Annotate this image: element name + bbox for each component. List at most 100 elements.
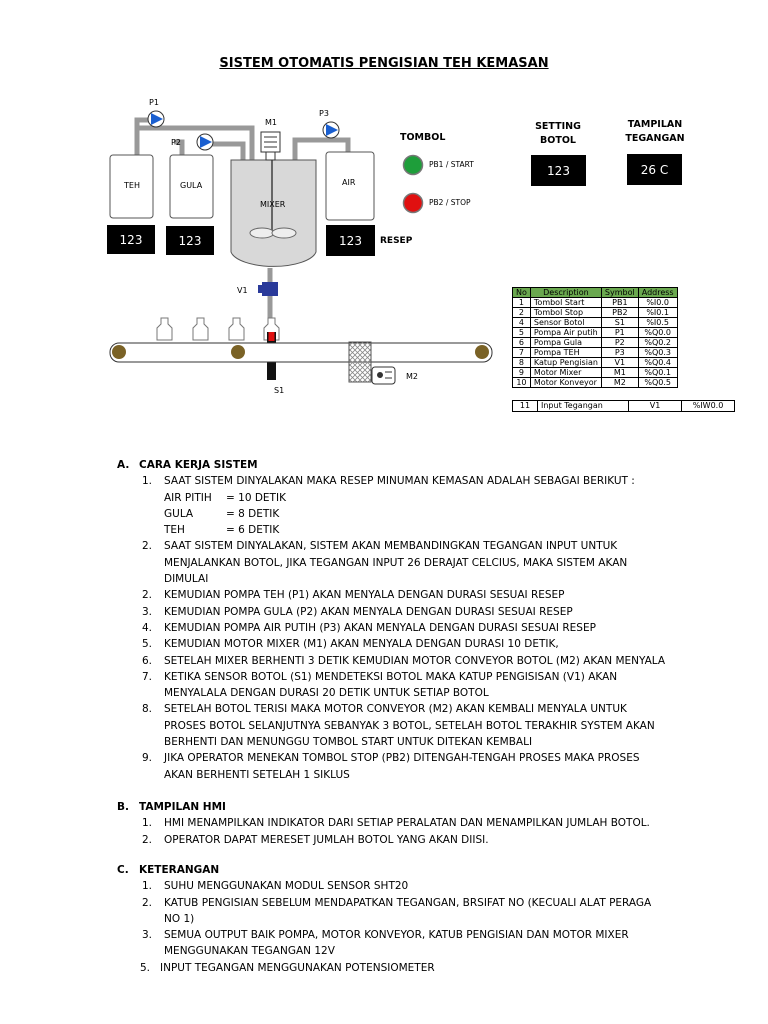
a-item-3: KEMUDIAN POMPA TEH (P1) AKAN MENYALA DEN… [164,589,565,602]
table-cell: V1 [628,400,682,412]
table-cell: S1 [600,317,639,328]
stop-button-light [402,192,424,214]
c-item-2: KATUB PENGISIAN SEBELUM MENDAPATKAN TEGA… [164,896,652,925]
section-c: C.KETERANGAN 1.SUHU MENGGUNAKAN MODUL SE… [117,862,737,976]
table-cell: %Q0.4 [637,357,678,368]
display-tegangan: 26 C [627,154,682,185]
conveyor-motor-icon [348,341,396,385]
table-cell: Tombol Start [529,297,602,308]
label-pb2[interactable]: PB2 / STOP [429,198,471,207]
table-cell: M2 [600,377,639,388]
bottles [156,317,280,341]
pump-p2-icon [196,133,214,151]
a-item-2: SAAT SISTEM DINYALAKAN, SISTEM AKAN MEMB… [164,540,628,586]
table-cell: 11 [512,400,538,412]
table-cell: P2 [600,337,639,348]
table-cell: Input Tegangan [537,400,629,412]
display-setting-botol[interactable]: 123 [531,155,586,186]
section-a-heading: CARA KERJA SISTEM [139,459,258,471]
table-cell: Pompa Gula [529,337,602,348]
recipe-list: AIR PITIH= 10 DETIK GULA= 8 DETIK TEH= 6… [164,491,286,537]
table-cell: 1 [512,297,531,308]
io-header-cell: Address [637,287,678,298]
pump-p1-icon [147,110,165,128]
c-item-1: SUHU MENGGUNAKAN MODUL SENSOR SHT20 [164,880,409,893]
c-item-4: INPUT TEGANGAN MENGGUNAKAN POTENSIOMETER [160,961,435,974]
table-cell: 10 [512,377,531,388]
table-cell: %I0.5 [637,317,678,328]
table-cell: %Q0.3 [637,347,678,358]
table-cell: 2 [512,307,531,318]
display-air: 123 [326,225,375,256]
label-tombol: TOMBOL [400,132,446,143]
table-cell: M1 [600,367,639,378]
display-teh: 123 [107,225,155,254]
mixer-tank [230,159,317,267]
a-item-8: KETIKA SENSOR BOTOL (S1) MENDETEKSI BOTO… [164,670,618,700]
label-air: AIR [342,178,356,187]
table-cell: %I0.1 [637,307,678,318]
label-tampilan-tegangan: TAMPILAN TEGANGAN [625,119,685,144]
label-p2: P2 [171,138,181,147]
table-cell: 4 [512,317,531,328]
label-s1: S1 [274,386,285,395]
table-cell: P3 [600,347,639,358]
table-cell: Tombol Stop [529,307,602,318]
label-v1: V1 [237,286,248,295]
io-header-cell: No [512,287,531,298]
tank-gula [169,154,214,219]
a-item-10: JIKA OPERATOR MENEKAN TOMBOL STOP (PB2) … [164,752,640,781]
a-item-4: KEMUDIAN POMPA GULA (P2) AKAN MENYALA DE… [164,605,573,618]
table-cell: 7 [512,347,531,358]
a-item-6: KEMUDIAN MOTOR MIXER (M1) AKAN MENYALA D… [164,638,559,651]
table-cell: Sensor Botol [529,317,602,328]
page-title: SISTEM OTOMATIS PENGISIAN TEH KEMASAN [219,56,549,71]
table-cell: 5 [512,327,531,338]
io-header-cell: Symbol [600,287,639,298]
pipes [134,117,351,160]
label-p1: P1 [149,98,159,107]
b-item-1: HMI MENAMPILKAN INDIKATOR DARI SETIAP PE… [164,817,650,830]
label-resep: RESEP [380,236,413,246]
table-cell: 8 [512,357,531,368]
table-cell: PB2 [600,307,639,318]
tank-teh [109,154,154,219]
table-cell: %IW0.0 [681,400,735,412]
display-gula: 123 [166,226,214,255]
table-cell: Motor Konveyor [529,377,602,388]
io-header-cell: Description [529,287,602,298]
table-cell: %Q0.0 [637,327,678,338]
table-cell: V1 [600,357,639,368]
section-a: A.CARA KERJA SISTEM 1.SAAT SISTEM DINYAL… [117,457,737,783]
label-m2: M2 [406,372,418,381]
process-diagram [109,110,493,385]
a-item-7: SETELAH MIXER BERHENTI 3 DETIK KEMUDIAN … [164,654,666,667]
a-item-5: KEMUDIAN POMPA AIR PUTIH (P3) AKAN MENYA… [164,621,596,634]
a-item-9: SETELAH BOTOL TERISI MAKA MOTOR CONVEYOR… [164,703,655,749]
valve-v1-icon [258,282,278,296]
table-cell: Pompa TEH [529,347,602,358]
table-cell: Pompa Air putih [529,327,602,338]
b-item-2: OPERATOR DAPAT MERESET JUMLAH BOTOL YANG… [164,833,489,846]
label-setting-botol: SETTING BOTOL [535,121,581,146]
table-cell: Motor Mixer [529,367,602,378]
table-cell: %Q0.1 [637,367,678,378]
section-c-heading: KETERANGAN [139,864,220,876]
start-button-light [402,154,424,176]
a-item-1: SAAT SISTEM DINYALAKAN MAKA RESEP MINUMA… [164,475,635,488]
c-item-3: SEMUA OUTPUT BAIK POMPA, MOTOR KONVEYOR,… [164,929,629,958]
table-cell: %Q0.2 [637,337,678,348]
table-cell: 9 [512,367,531,378]
label-pb1[interactable]: PB1 / START [429,160,474,169]
table-cell: Katup Pengisian [529,357,602,368]
